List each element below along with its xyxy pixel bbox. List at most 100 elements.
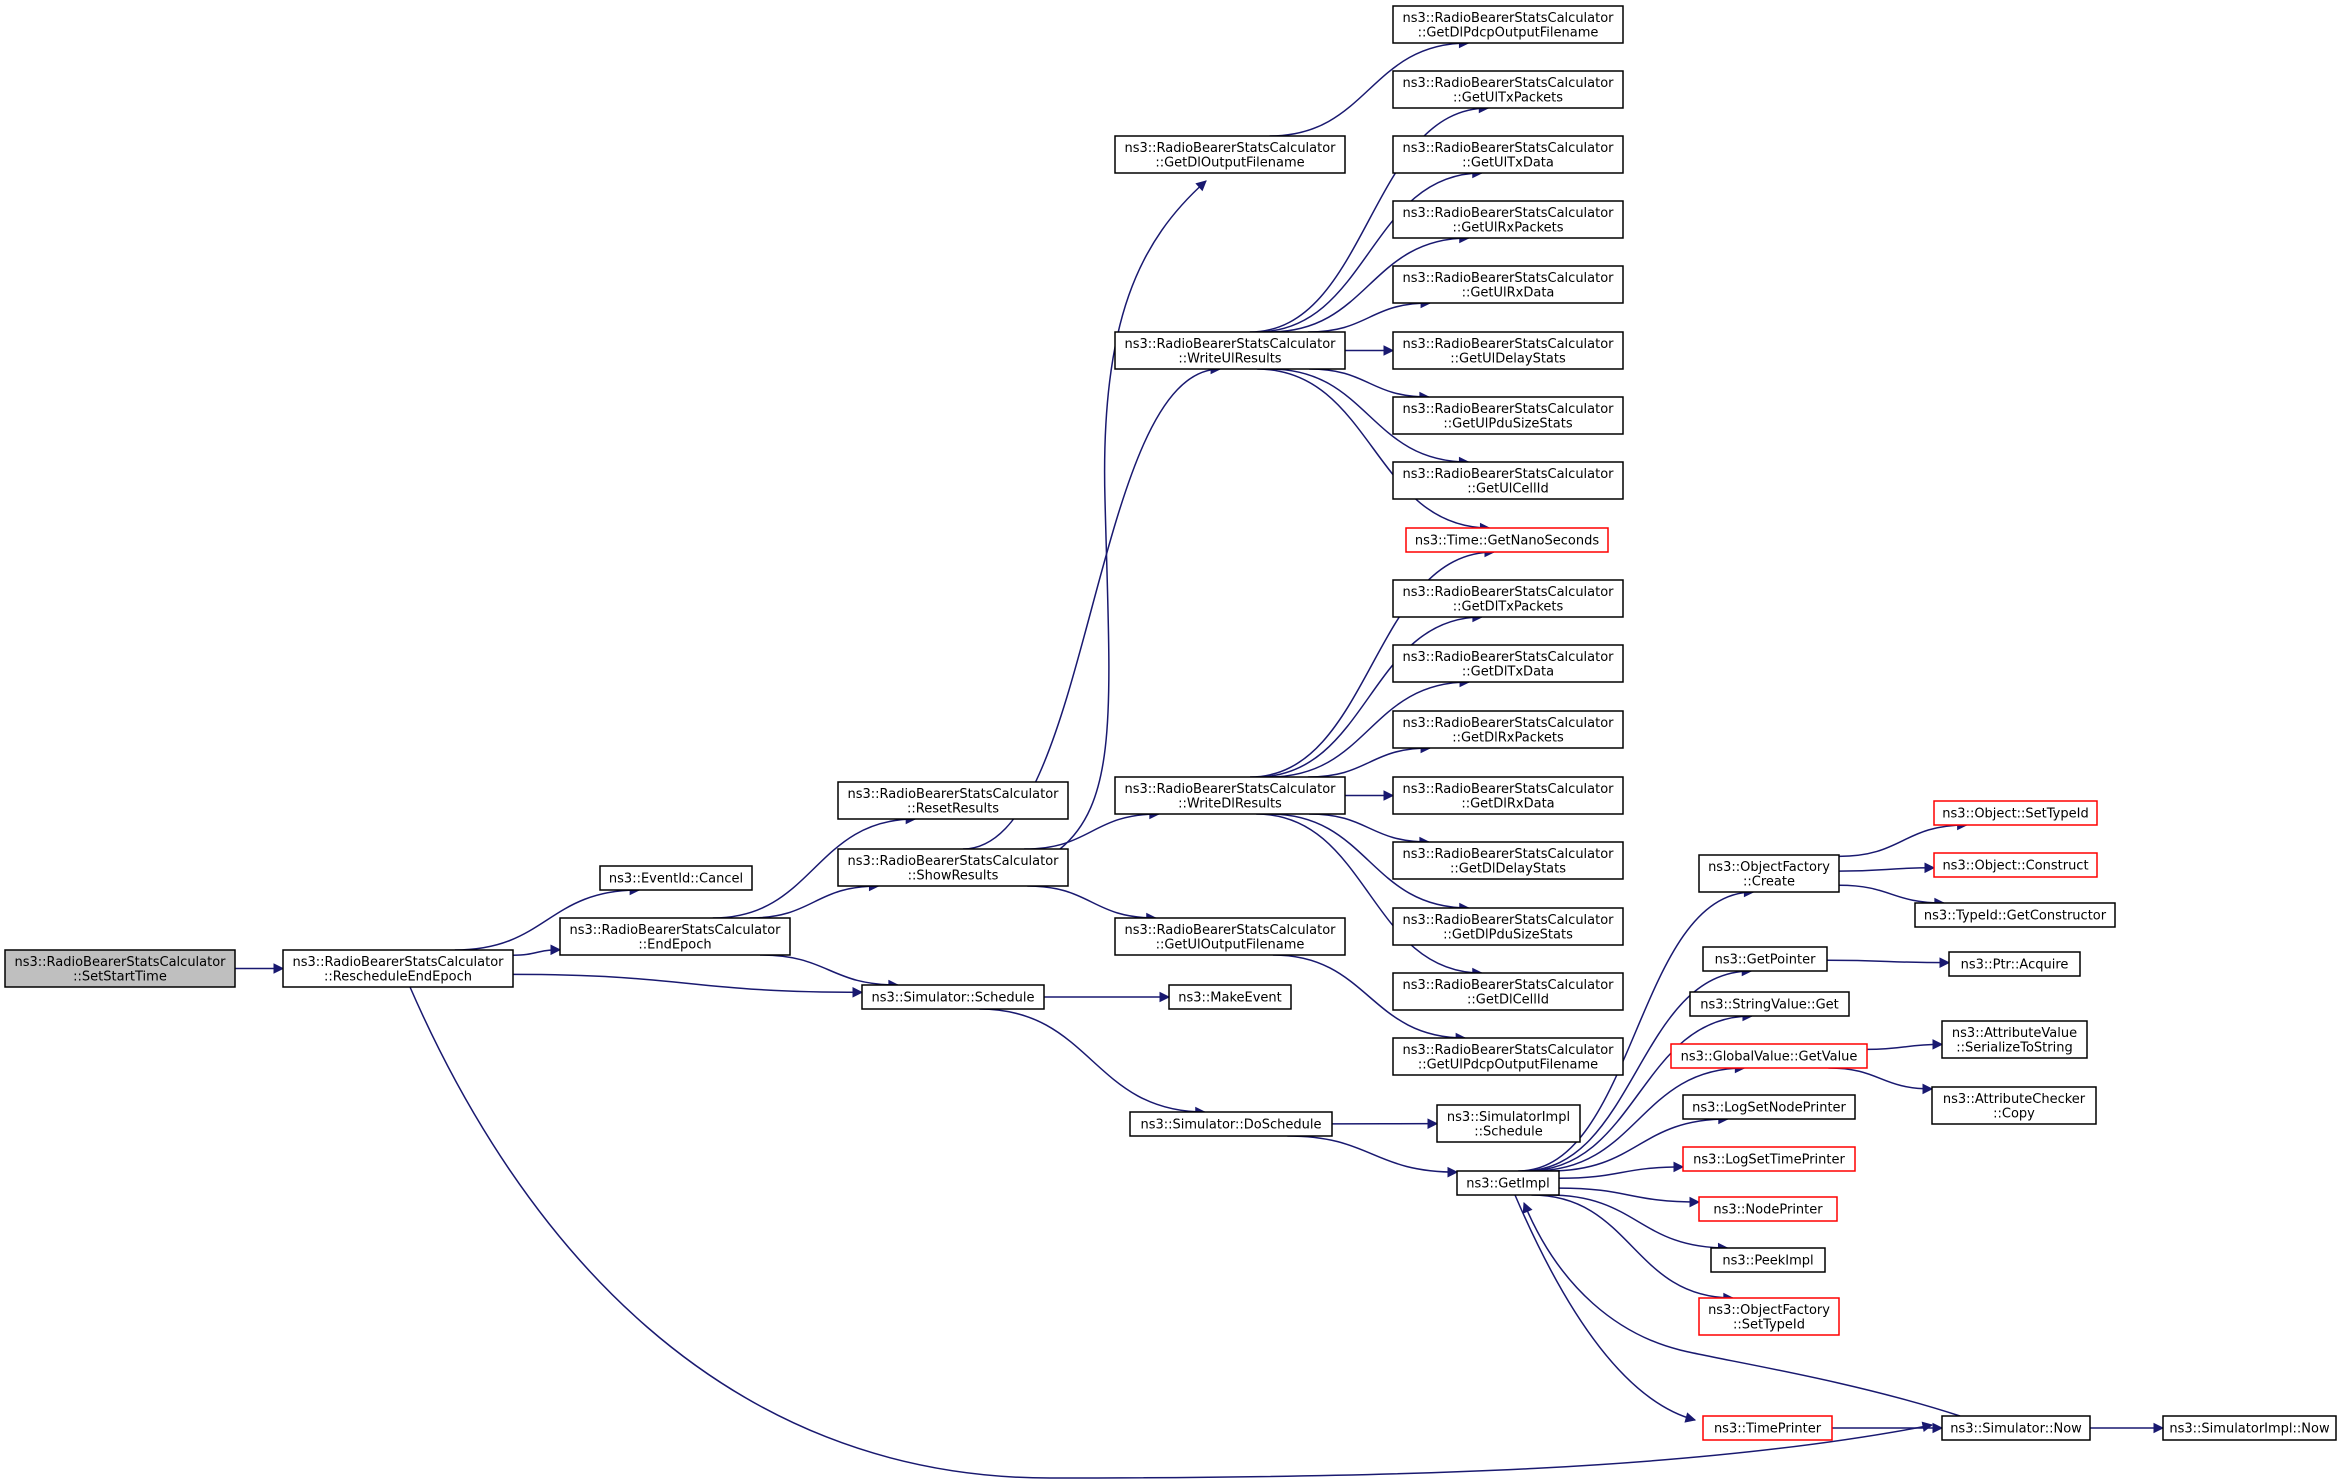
node-box[interactable] — [4, 949, 236, 988]
node-time-getnanoseconds[interactable]: ns3::Time::GetNanoSeconds — [1405, 527, 1609, 553]
node-box[interactable] — [837, 781, 1069, 820]
node-box[interactable] — [1914, 902, 2116, 928]
node-box[interactable] — [1436, 1104, 1581, 1143]
node-box[interactable] — [1392, 135, 1624, 174]
node-showresults[interactable]: ns3::RadioBearerStatsCalculator::ShowRes… — [837, 848, 1069, 887]
node-box[interactable] — [1392, 396, 1624, 435]
node-makeevent[interactable]: ns3::MakeEvent — [1168, 984, 1292, 1010]
node-nodeprinter[interactable]: ns3::NodePrinter — [1698, 1196, 1838, 1222]
node-eventid-cancel[interactable]: ns3::EventId::Cancel — [599, 865, 753, 891]
node-writeulresults[interactable]: ns3::RadioBearerStatsCalculator::WriteUl… — [1114, 331, 1346, 370]
node-getdltxdata[interactable]: ns3::RadioBearerStatsCalculator::GetDlTx… — [1392, 644, 1624, 683]
node-setstarttime[interactable]: ns3::RadioBearerStatsCalculator::SetStar… — [4, 949, 236, 988]
node-globalvalue-getvalue[interactable]: ns3::GlobalValue::GetValue — [1670, 1043, 1868, 1069]
node-box[interactable] — [1114, 917, 1346, 956]
node-box[interactable] — [1933, 800, 2098, 826]
node-box[interactable] — [1392, 461, 1624, 500]
node-timeprinter[interactable]: ns3::TimePrinter — [1702, 1415, 1833, 1441]
node-box[interactable] — [1392, 265, 1624, 304]
node-getuldelaystats[interactable]: ns3::RadioBearerStatsCalculator::GetUlDe… — [1392, 331, 1624, 370]
node-getuloutputfilename[interactable]: ns3::RadioBearerStatsCalculator::GetUlOu… — [1114, 917, 1346, 956]
node-simulator-schedule[interactable]: ns3::Simulator::Schedule — [861, 984, 1045, 1010]
node-getultxpackets[interactable]: ns3::RadioBearerStatsCalculator::GetUlTx… — [1392, 70, 1624, 109]
node-box[interactable] — [1405, 527, 1609, 553]
node-box[interactable] — [1392, 841, 1624, 880]
node-getulcellid[interactable]: ns3::RadioBearerStatsCalculator::GetUlCe… — [1392, 461, 1624, 500]
node-ptr-acquire[interactable]: ns3::Ptr::Acquire — [1948, 951, 2081, 977]
node-box[interactable] — [1168, 984, 1292, 1010]
node-getulpdcpoutputfilename[interactable]: ns3::RadioBearerStatsCalculator::GetUlPd… — [1392, 1037, 1624, 1076]
node-box[interactable] — [1941, 1020, 2088, 1059]
node-box[interactable] — [1702, 1415, 1833, 1441]
node-box[interactable] — [1114, 331, 1346, 370]
node-box[interactable] — [1392, 1037, 1624, 1076]
node-getdlpdusizestats[interactable]: ns3::RadioBearerStatsCalculator::GetDlPd… — [1392, 907, 1624, 946]
node-getdloutputfilename[interactable]: ns3::RadioBearerStatsCalculator::GetDlOu… — [1114, 135, 1346, 174]
node-object-construct[interactable]: ns3::Object::Construct — [1933, 852, 2098, 878]
node-box[interactable] — [837, 848, 1069, 887]
node-box[interactable] — [1682, 1146, 1856, 1172]
node-box[interactable] — [1129, 1111, 1333, 1137]
node-box[interactable] — [1682, 1094, 1856, 1120]
node-writedlresults[interactable]: ns3::RadioBearerStatsCalculator::WriteDl… — [1114, 776, 1346, 815]
node-getimpl[interactable]: ns3::GetImpl — [1456, 1170, 1560, 1196]
node-box[interactable] — [1392, 70, 1624, 109]
node-endepoch[interactable]: ns3::RadioBearerStatsCalculator::EndEpoc… — [559, 917, 791, 956]
node-box[interactable] — [1948, 951, 2081, 977]
node-box[interactable] — [1392, 776, 1624, 815]
node-box[interactable] — [1114, 135, 1346, 174]
node-box[interactable] — [1670, 1043, 1868, 1069]
node-rescheduleendepoch[interactable]: ns3::RadioBearerStatsCalculator::Resched… — [282, 949, 514, 988]
node-box[interactable] — [599, 865, 753, 891]
node-box[interactable] — [1114, 776, 1346, 815]
node-typeid-getconstructor[interactable]: ns3::TypeId::GetConstructor — [1914, 902, 2116, 928]
node-box[interactable] — [1392, 644, 1624, 683]
node-box[interactable] — [1933, 852, 2098, 878]
node-box[interactable] — [1941, 1415, 2091, 1441]
node-getdlrxdata[interactable]: ns3::RadioBearerStatsCalculator::GetDlRx… — [1392, 776, 1624, 815]
node-getulpdusizestats[interactable]: ns3::RadioBearerStatsCalculator::GetUlPd… — [1392, 396, 1624, 435]
node-getpointer[interactable]: ns3::GetPointer — [1702, 946, 1828, 972]
node-box[interactable] — [1392, 907, 1624, 946]
node-box[interactable] — [1710, 1247, 1826, 1273]
node-getdldelaystats[interactable]: ns3::RadioBearerStatsCalculator::GetDlDe… — [1392, 841, 1624, 880]
node-box[interactable] — [2162, 1415, 2337, 1441]
node-box[interactable] — [282, 949, 514, 988]
node-box[interactable] — [1698, 1196, 1838, 1222]
node-logsetnodeprinter[interactable]: ns3::LogSetNodePrinter — [1682, 1094, 1856, 1120]
node-objectfactory-settypeid[interactable]: ns3::ObjectFactory::SetTypeId — [1698, 1297, 1840, 1336]
node-box[interactable] — [1392, 331, 1624, 370]
node-attributechecker-copy[interactable]: ns3::AttributeChecker::Copy — [1931, 1086, 2097, 1125]
node-simulator-doschedule[interactable]: ns3::Simulator::DoSchedule — [1129, 1111, 1333, 1137]
node-box[interactable] — [1392, 200, 1624, 239]
node-getulrxpackets[interactable]: ns3::RadioBearerStatsCalculator::GetUlRx… — [1392, 200, 1624, 239]
node-box[interactable] — [1456, 1170, 1560, 1196]
node-getdltxpackets[interactable]: ns3::RadioBearerStatsCalculator::GetDlTx… — [1392, 579, 1624, 618]
node-simulatorimpl-now[interactable]: ns3::SimulatorImpl::Now — [2162, 1415, 2337, 1441]
node-box[interactable] — [1698, 854, 1840, 893]
node-box[interactable] — [1931, 1086, 2097, 1125]
node-box[interactable] — [1392, 5, 1624, 44]
node-getdlcellid[interactable]: ns3::RadioBearerStatsCalculator::GetDlCe… — [1392, 972, 1624, 1011]
node-simulatorimpl-schedule[interactable]: ns3::SimulatorImpl::Schedule — [1436, 1104, 1581, 1143]
node-attributevalue-serializetostring[interactable]: ns3::AttributeValue::SerializeToString — [1941, 1020, 2088, 1059]
node-getultxdata[interactable]: ns3::RadioBearerStatsCalculator::GetUlTx… — [1392, 135, 1624, 174]
node-box[interactable] — [1392, 710, 1624, 749]
node-getdlpdcpoutputfilename[interactable]: ns3::RadioBearerStatsCalculator::GetDlPd… — [1392, 5, 1624, 44]
node-objectfactory-create[interactable]: ns3::ObjectFactory::Create — [1698, 854, 1840, 893]
node-getdlrxpackets[interactable]: ns3::RadioBearerStatsCalculator::GetDlRx… — [1392, 710, 1624, 749]
node-stringvalue-get[interactable]: ns3::StringValue::Get — [1689, 991, 1850, 1017]
node-object-settypeid[interactable]: ns3::Object::SetTypeId — [1933, 800, 2098, 826]
node-box[interactable] — [1689, 991, 1850, 1017]
node-box[interactable] — [1702, 946, 1828, 972]
node-box[interactable] — [1392, 972, 1624, 1011]
node-logsettimeprinter[interactable]: ns3::LogSetTimePrinter — [1682, 1146, 1856, 1172]
node-peekimpl[interactable]: ns3::PeekImpl — [1710, 1247, 1826, 1273]
node-box[interactable] — [1392, 579, 1624, 618]
node-simulator-now[interactable]: ns3::Simulator::Now — [1941, 1415, 2091, 1441]
node-resetresults[interactable]: ns3::RadioBearerStatsCalculator::ResetRe… — [837, 781, 1069, 820]
node-getulrxdata[interactable]: ns3::RadioBearerStatsCalculator::GetUlRx… — [1392, 265, 1624, 304]
node-box[interactable] — [1698, 1297, 1840, 1336]
node-box[interactable] — [861, 984, 1045, 1010]
node-box[interactable] — [559, 917, 791, 956]
